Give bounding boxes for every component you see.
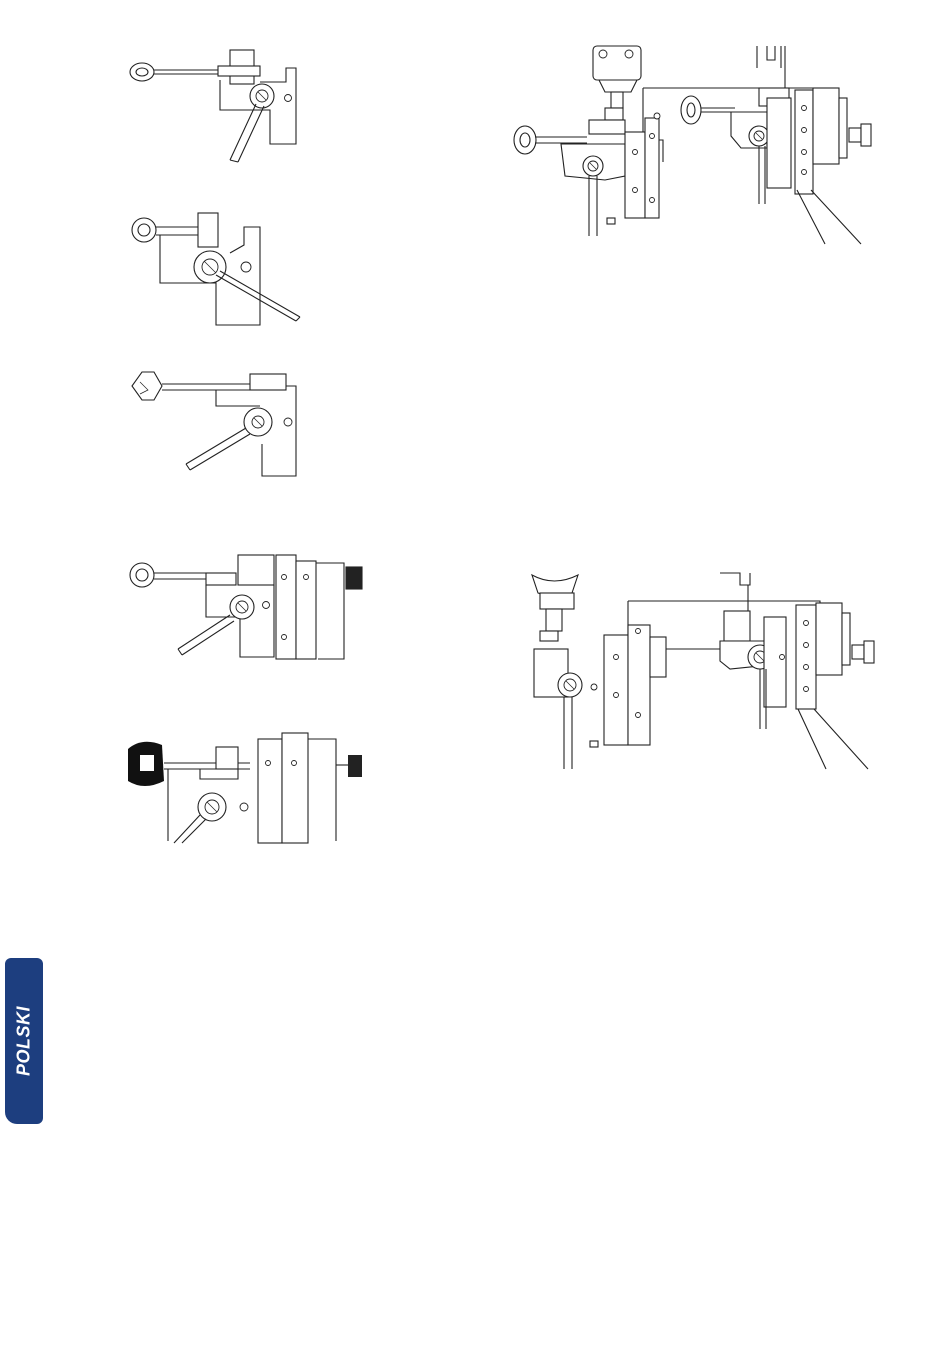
figure-clamp-key-1 xyxy=(120,40,320,170)
key-in-clamp-icon xyxy=(120,545,380,675)
key-in-clamp-icon xyxy=(120,360,320,490)
figure-machine-top xyxy=(505,40,880,250)
figure-clamp-key-2 xyxy=(120,205,320,335)
key-machine-icon xyxy=(520,565,890,775)
language-tab: POLSKI xyxy=(5,958,43,1124)
key-in-clamp-icon xyxy=(120,40,320,170)
language-tab-label: POLSKI xyxy=(14,1006,35,1076)
key-in-clamp-icon xyxy=(120,725,380,845)
figure-clamp-key-4 xyxy=(120,545,380,675)
key-machine-icon xyxy=(505,40,880,250)
figure-clamp-key-5 xyxy=(120,725,380,845)
figure-clamp-key-3 xyxy=(120,360,320,490)
figure-machine-bottom xyxy=(520,565,890,775)
key-in-clamp-icon xyxy=(120,205,320,335)
